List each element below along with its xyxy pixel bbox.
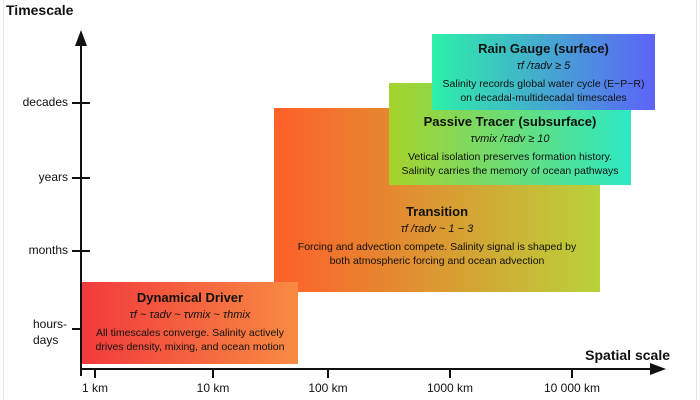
dynamical-driver-regime-box: Dynamical Driver τf ~ τadv ~ τvmix ~ τhm… <box>82 282 298 364</box>
y-tick-hours-days <box>72 328 90 330</box>
rain-gauge-regime-box: Rain Gauge (surface) τf /τadv ≥ 5 Salini… <box>432 34 655 110</box>
passive-tracer-desc-line-1: Vetical isolation preserves formation hi… <box>407 151 613 163</box>
x-tick-label-10km: 10 km <box>196 381 230 395</box>
left-edge-line <box>3 0 4 400</box>
x-tick-1000km <box>449 369 451 378</box>
x-axis-title: Spatial scale <box>585 347 670 363</box>
dynamical-driver-formula: τf ~ τadv ~ τvmix ~ τhmix <box>129 309 251 321</box>
dynamical-driver-title: Dynamical Driver <box>136 290 244 305</box>
x-tick-1km <box>94 369 96 378</box>
transition-desc-line-2: both atmospheric forcing and ocean advec… <box>329 255 545 267</box>
dynamical-driver-description: All timescales converge. Salinity active… <box>82 326 298 354</box>
transition-desc-line-1: Forcing and advection compete. Salinity … <box>297 241 577 253</box>
passive-tracer-title: Passive Tracer (subsurface) <box>423 114 597 129</box>
y-axis-arrow-icon <box>75 30 87 46</box>
passive-tracer-formula: τvmix /τadv ≥ 10 <box>470 133 550 145</box>
y-tick-years <box>72 177 90 179</box>
x-tick-label-10000km: 10 000 km <box>543 381 601 395</box>
passive-tracer-desc-line-2: Salinity carries the memory of ocean pat… <box>401 165 619 177</box>
x-tick-100km <box>327 369 329 378</box>
rain-gauge-formula: τf /τadv ≥ 5 <box>516 60 571 72</box>
passive-tracer-description: Vetical isolation preserves formation hi… <box>389 150 631 178</box>
y-tick-decades <box>72 102 90 104</box>
y-axis-title: Timescale <box>6 2 74 18</box>
transition-title: Transition <box>405 204 469 219</box>
dynamical-driver-desc-line-2: drives density, mixing, and ocean motion <box>95 341 285 353</box>
x-tick-10km <box>212 369 214 378</box>
transition-description: Forcing and advection compete. Salinity … <box>274 240 600 268</box>
y-tick-label-hours-days: hours- days <box>33 317 68 347</box>
y-axis-line <box>80 46 82 376</box>
rain-gauge-desc-line-1: Salinity records global water cycle (E−P… <box>442 78 645 90</box>
x-axis-line <box>80 368 653 370</box>
x-tick-label-100km: 100 km <box>308 381 348 395</box>
rain-gauge-description: Salinity records global water cycle (E−P… <box>432 77 655 105</box>
y-tick-months <box>72 250 90 252</box>
dynamical-driver-desc-line-1: All timescales converge. Salinity active… <box>96 327 284 339</box>
x-tick-label-1000km: 1000 km <box>426 381 474 395</box>
y-tick-label-years: years <box>38 170 68 184</box>
right-edge-line <box>696 0 697 400</box>
rain-gauge-title: Rain Gauge (surface) <box>478 41 609 56</box>
y-tick-label-decades: decades <box>22 95 68 109</box>
rain-gauge-desc-line-2: on decadal-multidecadal timescales <box>460 92 627 104</box>
transition-formula: τf /τadv ~ 1 − 3 <box>400 223 474 235</box>
y-tick-label-months: months <box>28 243 68 257</box>
x-tick-label-1km: 1 km <box>81 381 108 395</box>
x-tick-10000km <box>571 369 573 378</box>
x-axis-arrow-icon <box>650 363 666 375</box>
